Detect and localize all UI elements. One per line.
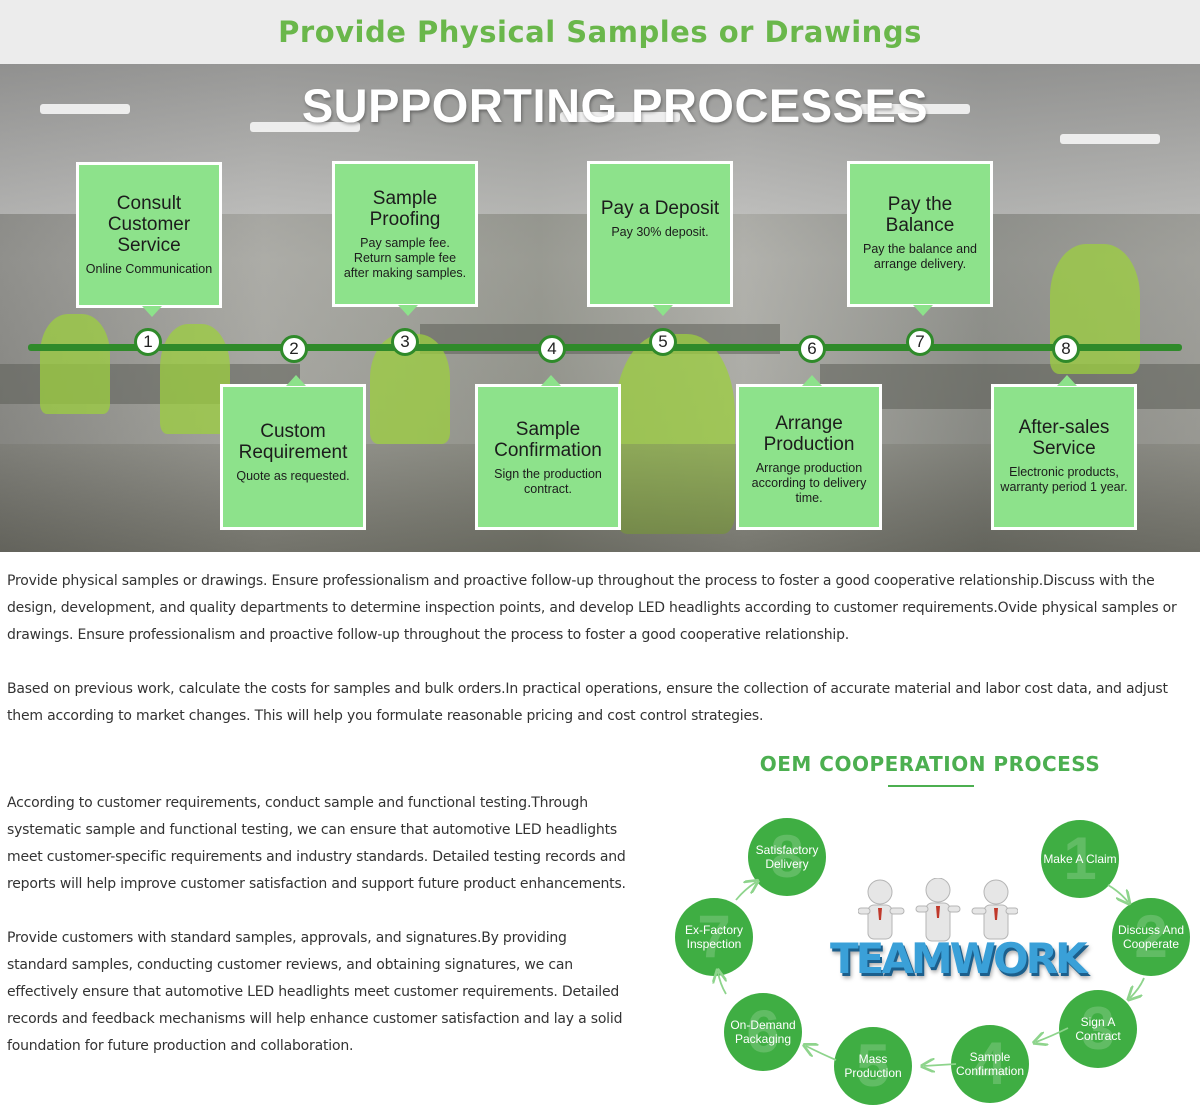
step-title: Sample Proofing	[369, 188, 441, 230]
teamwork-text: TEAMWORK	[830, 934, 1088, 983]
oem-step-make-a-claim: 1 Make A Claim	[1041, 820, 1119, 898]
flow-arrow-icon	[806, 1046, 837, 1061]
step-box-sample-proofing: Sample Proofing Pay sample fee. Return s…	[332, 161, 478, 316]
oem-process-title: OEM COOPERATION PROCESS	[759, 752, 1101, 776]
step-title: After-sales Service	[1018, 417, 1110, 459]
flow-arrow-icon	[1107, 884, 1128, 902]
step-desc: Arrange production according to delivery…	[751, 461, 867, 505]
paragraph-testing: According to customer requirements, cond…	[7, 795, 626, 892]
ceiling-light	[1060, 134, 1160, 144]
step-number-6: 6	[798, 335, 826, 363]
oem-step-sample-confirmation: 4 Sample Confirmation	[951, 1025, 1029, 1103]
oem-step-number: 4	[973, 1030, 1007, 1097]
step-title: Arrange Production	[763, 413, 855, 455]
oem-step-label: On-Demand Packaging	[730, 1018, 796, 1046]
step-title: Pay a Deposit	[600, 198, 720, 219]
step-number-3: 3	[391, 328, 419, 356]
step-number-2: 2	[280, 335, 308, 363]
oem-step-on-demand-packaging: 6 On-Demand Packaging	[724, 993, 802, 1071]
banner-heading: SUPPORTING PROCESSES	[301, 79, 929, 132]
oem-step-number: 3	[1081, 995, 1115, 1062]
ceiling-light	[560, 112, 680, 122]
oem-title-underline	[888, 785, 974, 787]
oem-step-sign-a-contract: 3 Sign A Contract	[1059, 990, 1137, 1068]
title-bar: Provide Physical Samples or Drawings	[0, 0, 1200, 64]
oem-step-number: 6	[746, 998, 780, 1065]
step-title: Custom Requirement	[238, 421, 348, 463]
worker-figure	[40, 314, 110, 414]
paragraph-costs: Based on previous work, calculate the co…	[7, 681, 1168, 724]
oem-step-number: 1	[1063, 825, 1097, 892]
step-title: Consult Customer Service	[107, 193, 191, 256]
oem-step-number: 2	[1134, 903, 1168, 970]
oem-step-number: 7	[697, 903, 731, 970]
step-desc: Online Communication	[85, 262, 213, 276]
oem-step-label: Ex-Factory Inspection	[684, 923, 743, 951]
step-number-4: 4	[538, 335, 566, 363]
step-number-1: 1	[134, 328, 162, 356]
paragraph-approvals: Provide customers with standard samples,…	[7, 930, 623, 1054]
step-box-sample-confirmation: Sample Confirmation Sign the production …	[475, 375, 621, 530]
oem-step-label: Mass Production	[844, 1052, 902, 1080]
paragraph-samples: Provide physical samples or drawings. En…	[7, 573, 1177, 643]
oem-step-ex-factory-inspection: 7 Ex-Factory Inspection	[675, 898, 753, 976]
step-desc: Pay 30% deposit.	[611, 225, 709, 239]
step-box-custom-requirement: Custom Requirement Quote as requested.	[220, 375, 366, 530]
oem-step-mass-production: 5 Mass Production	[834, 1027, 912, 1105]
step-desc: Pay sample fee. Return sample fee after …	[343, 236, 467, 280]
step-number-7: 7	[906, 328, 934, 356]
step-desc: Sign the production contract.	[494, 467, 602, 496]
flow-arrow-icon	[924, 1064, 957, 1066]
page-title: Provide Physical Samples or Drawings	[278, 15, 922, 49]
step-number-5: 5	[649, 328, 677, 356]
oem-flow-arrows	[660, 800, 1145, 1110]
timeline-line	[28, 344, 1182, 351]
oem-step-label: Satisfactory Delivery	[755, 843, 819, 871]
flow-arrow-icon	[1130, 977, 1145, 998]
oem-step-label: Make A Claim	[1043, 852, 1117, 866]
ceiling-light	[860, 104, 970, 114]
worker-figure	[160, 324, 230, 434]
flow-arrow-icon	[1036, 1027, 1069, 1042]
step-desc: Quote as requested.	[236, 469, 350, 483]
ceiling-light	[40, 104, 130, 114]
flow-arrow-icon	[735, 882, 756, 901]
oem-step-label: Sample Confirmation	[955, 1050, 1025, 1078]
step-box-pay-the-balance: Pay the Balance Pay the balance and arra…	[847, 161, 993, 316]
oem-step-number: 8	[770, 823, 804, 890]
supporting-processes-banner: SUPPORTING PROCESSES Consult Customer Se…	[0, 64, 1200, 552]
ceiling-light	[250, 122, 360, 132]
step-box-after-sales-service: After-sales Service Electronic products,…	[991, 375, 1137, 530]
step-box-arrange-production: Arrange Production Arrange production ac…	[736, 375, 882, 530]
step-title: Pay the Balance	[885, 194, 955, 236]
oem-step-number: 5	[856, 1032, 890, 1099]
step-box-consult-customer-service: Consult Customer Service Online Communic…	[76, 162, 222, 317]
step-title: Sample Confirmation	[494, 419, 602, 461]
step-number-8: 8	[1052, 335, 1080, 363]
step-box-pay-a-deposit: Pay a Deposit Pay 30% deposit.	[587, 161, 733, 316]
oem-step-discuss-and-cooperate: 2 Discuss And Cooperate	[1112, 898, 1190, 976]
flow-arrow-icon	[718, 972, 726, 995]
teamwork-people-icon	[858, 878, 1018, 942]
oem-step-label: Sign A Contract	[1075, 1015, 1121, 1043]
oem-step-label: Discuss And Cooperate	[1117, 923, 1185, 951]
step-desc: Pay the balance and arrange delivery.	[863, 242, 977, 271]
step-desc: Electronic products, warranty period 1 y…	[1000, 465, 1128, 494]
